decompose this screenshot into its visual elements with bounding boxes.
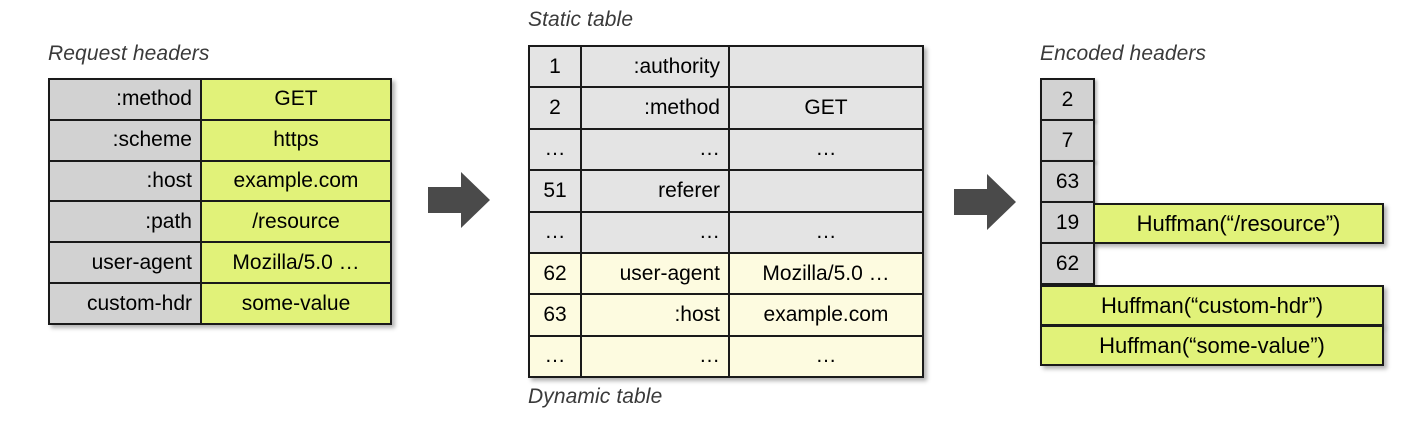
value-cell: … xyxy=(730,336,922,376)
table-row: … … … xyxy=(530,336,922,376)
flow-arrow-right-icon xyxy=(954,172,1016,232)
table-row: custom-hdr some-value xyxy=(50,284,390,323)
table-row: :host example.com xyxy=(50,161,390,203)
encoded-index-cell: 19 xyxy=(1040,201,1095,244)
static-table-caption: Static table xyxy=(528,8,634,31)
table-row: :path /resource xyxy=(50,202,390,244)
header-value-cell: https xyxy=(202,120,390,160)
header-name-cell: :method xyxy=(50,80,202,119)
name-cell: :method xyxy=(582,88,730,128)
header-value-cell: some-value xyxy=(202,284,390,323)
header-value-cell: /resource xyxy=(202,202,390,242)
encoded-literal-bar: Huffman(“custom-hdr”) xyxy=(1040,285,1384,326)
value-cell: … xyxy=(730,129,922,170)
encoded-index-cell: 7 xyxy=(1040,119,1095,162)
header-name-cell: custom-hdr xyxy=(50,284,202,323)
index-cell: 63 xyxy=(530,295,582,335)
encoded-headers-block: 2 7 63 19 Huffman(“/resource”) 62 Huffma… xyxy=(1040,78,1384,366)
table-row: 63 :host example.com xyxy=(530,295,922,337)
encoded-indexed-row: 7 xyxy=(1040,119,1095,162)
name-cell: :authority xyxy=(582,47,730,87)
name-cell: user-agent xyxy=(582,253,730,294)
value-cell: Mozilla/5.0 … xyxy=(730,253,922,294)
header-value-cell: GET xyxy=(202,80,390,119)
request-headers-caption: Request headers xyxy=(48,42,210,65)
table-row: :scheme https xyxy=(50,120,390,162)
header-name-cell: :path xyxy=(50,202,202,242)
table-row: 62 user-agent Mozilla/5.0 … xyxy=(530,253,922,296)
header-name-cell: :scheme xyxy=(50,120,202,160)
table-row: 1 :authority xyxy=(530,47,922,89)
encoded-indexed-row: 19 Huffman(“/resource”) xyxy=(1040,201,1384,244)
value-cell xyxy=(730,47,922,87)
value-cell: GET xyxy=(730,88,922,128)
name-cell: :host xyxy=(582,295,730,335)
header-value-cell: Mozilla/5.0 … xyxy=(202,243,390,283)
name-cell: … xyxy=(582,212,730,252)
table-row: 51 referer xyxy=(530,171,922,213)
encoded-indexed-row: 63 xyxy=(1040,160,1095,203)
encoded-indexed-row: 62 xyxy=(1040,242,1095,285)
index-cell: 2 xyxy=(530,88,582,128)
table-row: 2 :method GET xyxy=(530,88,922,130)
encoded-index-cell: 62 xyxy=(1040,242,1095,285)
encoded-headers-caption: Encoded headers xyxy=(1040,42,1207,65)
name-cell: … xyxy=(582,129,730,170)
index-cell: 1 xyxy=(530,47,582,87)
index-cell: … xyxy=(530,129,582,170)
request-headers-table: :method GET :scheme https :host example.… xyxy=(48,78,392,325)
encoded-index-cell: 63 xyxy=(1040,160,1095,203)
value-cell: example.com xyxy=(730,295,922,335)
flow-arrow-right-icon xyxy=(428,170,490,230)
header-value-cell: example.com xyxy=(202,161,390,201)
header-name-cell: user-agent xyxy=(50,243,202,283)
index-cell: 51 xyxy=(530,171,582,211)
value-cell xyxy=(730,171,922,211)
encoded-indexed-row: 2 xyxy=(1040,78,1095,121)
table-row: … … … xyxy=(530,129,922,172)
table-row: :method GET xyxy=(50,80,390,121)
hpack-index-table: 1 :authority 2 :method GET … … … 51 refe… xyxy=(528,45,924,378)
value-cell: … xyxy=(730,212,922,252)
encoded-literal-bar: Huffman(“some-value”) xyxy=(1040,325,1384,366)
index-cell: … xyxy=(530,336,582,376)
name-cell: … xyxy=(582,336,730,376)
table-row: … … … xyxy=(530,212,922,254)
encoded-index-cell: 2 xyxy=(1040,78,1095,121)
index-cell: … xyxy=(530,212,582,252)
name-cell: referer xyxy=(582,171,730,211)
dynamic-table-caption: Dynamic table xyxy=(528,385,663,408)
table-row: user-agent Mozilla/5.0 … xyxy=(50,243,390,285)
header-name-cell: :host xyxy=(50,161,202,201)
index-cell: 62 xyxy=(530,253,582,294)
encoded-literal-cell: Huffman(“/resource”) xyxy=(1093,203,1384,244)
